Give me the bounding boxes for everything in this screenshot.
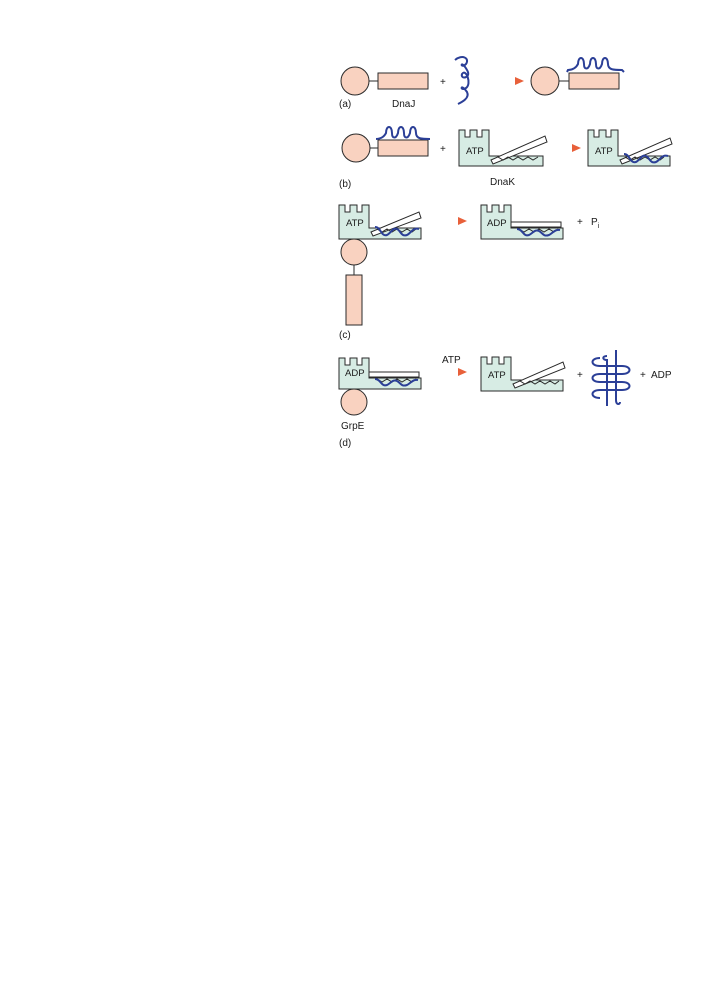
dnaj-peptide-complex: [530, 57, 625, 96]
panel-b-label: (b): [339, 179, 351, 190]
dnak-atp-open-d: ATP: [480, 356, 566, 392]
atp-label: ATP: [488, 370, 506, 381]
dnak-adp-grpe-complex: ADP: [338, 357, 422, 416]
atp-label: ATP: [346, 218, 364, 229]
panel-b: (b) + ATP DnaK ATP: [339, 126, 673, 190]
dnak-adp-closed: ADP: [480, 204, 564, 240]
plus-sign: +: [440, 77, 446, 88]
dnaj-label: DnaJ: [392, 99, 415, 110]
reaction-arrowhead: [572, 144, 581, 152]
dnak-dnaj-complex: ATP: [338, 204, 422, 326]
grpe-label: GrpE: [341, 421, 365, 432]
adp-label: ADP: [345, 368, 365, 379]
adp-label: ADP: [487, 218, 507, 229]
panel-d: ADP GrpE (d) ATP ATP + + ADP: [338, 350, 672, 449]
panel-d-label: (d): [339, 438, 351, 449]
atp-label: ATP: [595, 146, 613, 157]
dnak-label: DnaK: [490, 177, 515, 188]
released-peptide: [591, 350, 631, 406]
panel-a: DnaJ (a) +: [339, 56, 625, 110]
reaction-arrowhead: [458, 217, 467, 225]
panel-c: ATP (c) ADP + Pi: [338, 204, 600, 341]
atp-label: ATP: [466, 146, 484, 157]
dnak-atp-peptide: ATP: [587, 129, 673, 167]
plus-sign: +: [440, 144, 446, 155]
reaction-arrowhead: [458, 368, 467, 376]
pi-subscript: i: [598, 223, 600, 230]
bound-peptide: [566, 57, 625, 73]
plus-sign: +: [577, 217, 583, 228]
panel-c-label: (c): [339, 330, 351, 341]
arrow-atp-label: ATP: [442, 355, 461, 366]
adp-product-label: ADP: [651, 370, 672, 381]
panel-a-label: (a): [339, 99, 351, 110]
pi-main: P: [591, 217, 598, 228]
plus-sign: +: [577, 370, 583, 381]
dnaj-peptide-complex-b: [341, 126, 431, 163]
reaction-arrowhead: [515, 77, 524, 85]
dnak-atp-open: ATP: [458, 129, 548, 167]
unfolded-peptide-vertical: [454, 56, 470, 105]
dnaj-protein: [340, 66, 429, 96]
pi-label: Pi: [591, 217, 600, 230]
plus-sign: +: [640, 370, 646, 381]
